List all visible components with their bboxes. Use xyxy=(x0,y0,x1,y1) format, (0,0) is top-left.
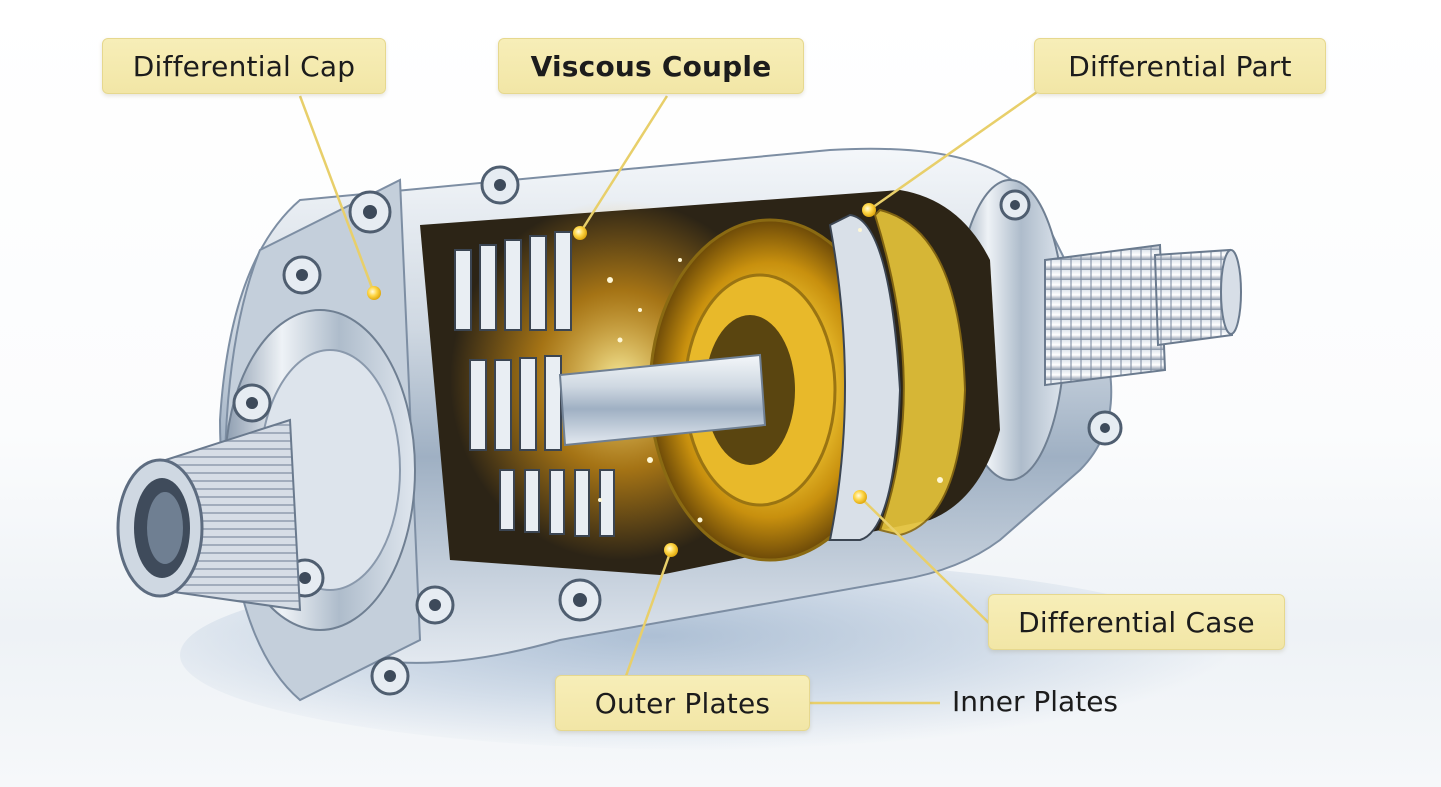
label-differential-case: Differential Case xyxy=(988,594,1285,650)
left-output-shaft xyxy=(116,418,302,612)
right-output-shaft xyxy=(1044,243,1242,387)
leader-lines xyxy=(298,90,1038,705)
label-differential-cap: Differential Cap xyxy=(102,38,386,94)
label-outer-plates: Outer Plates xyxy=(555,675,810,731)
label-inner-plates: Inner Plates xyxy=(952,685,1119,718)
cutaway-interior xyxy=(420,190,1000,575)
label-viscous-couple: Viscous Couple xyxy=(498,38,804,94)
label-differential-part: Differential Part xyxy=(1034,38,1326,94)
leader-dots xyxy=(367,203,876,557)
